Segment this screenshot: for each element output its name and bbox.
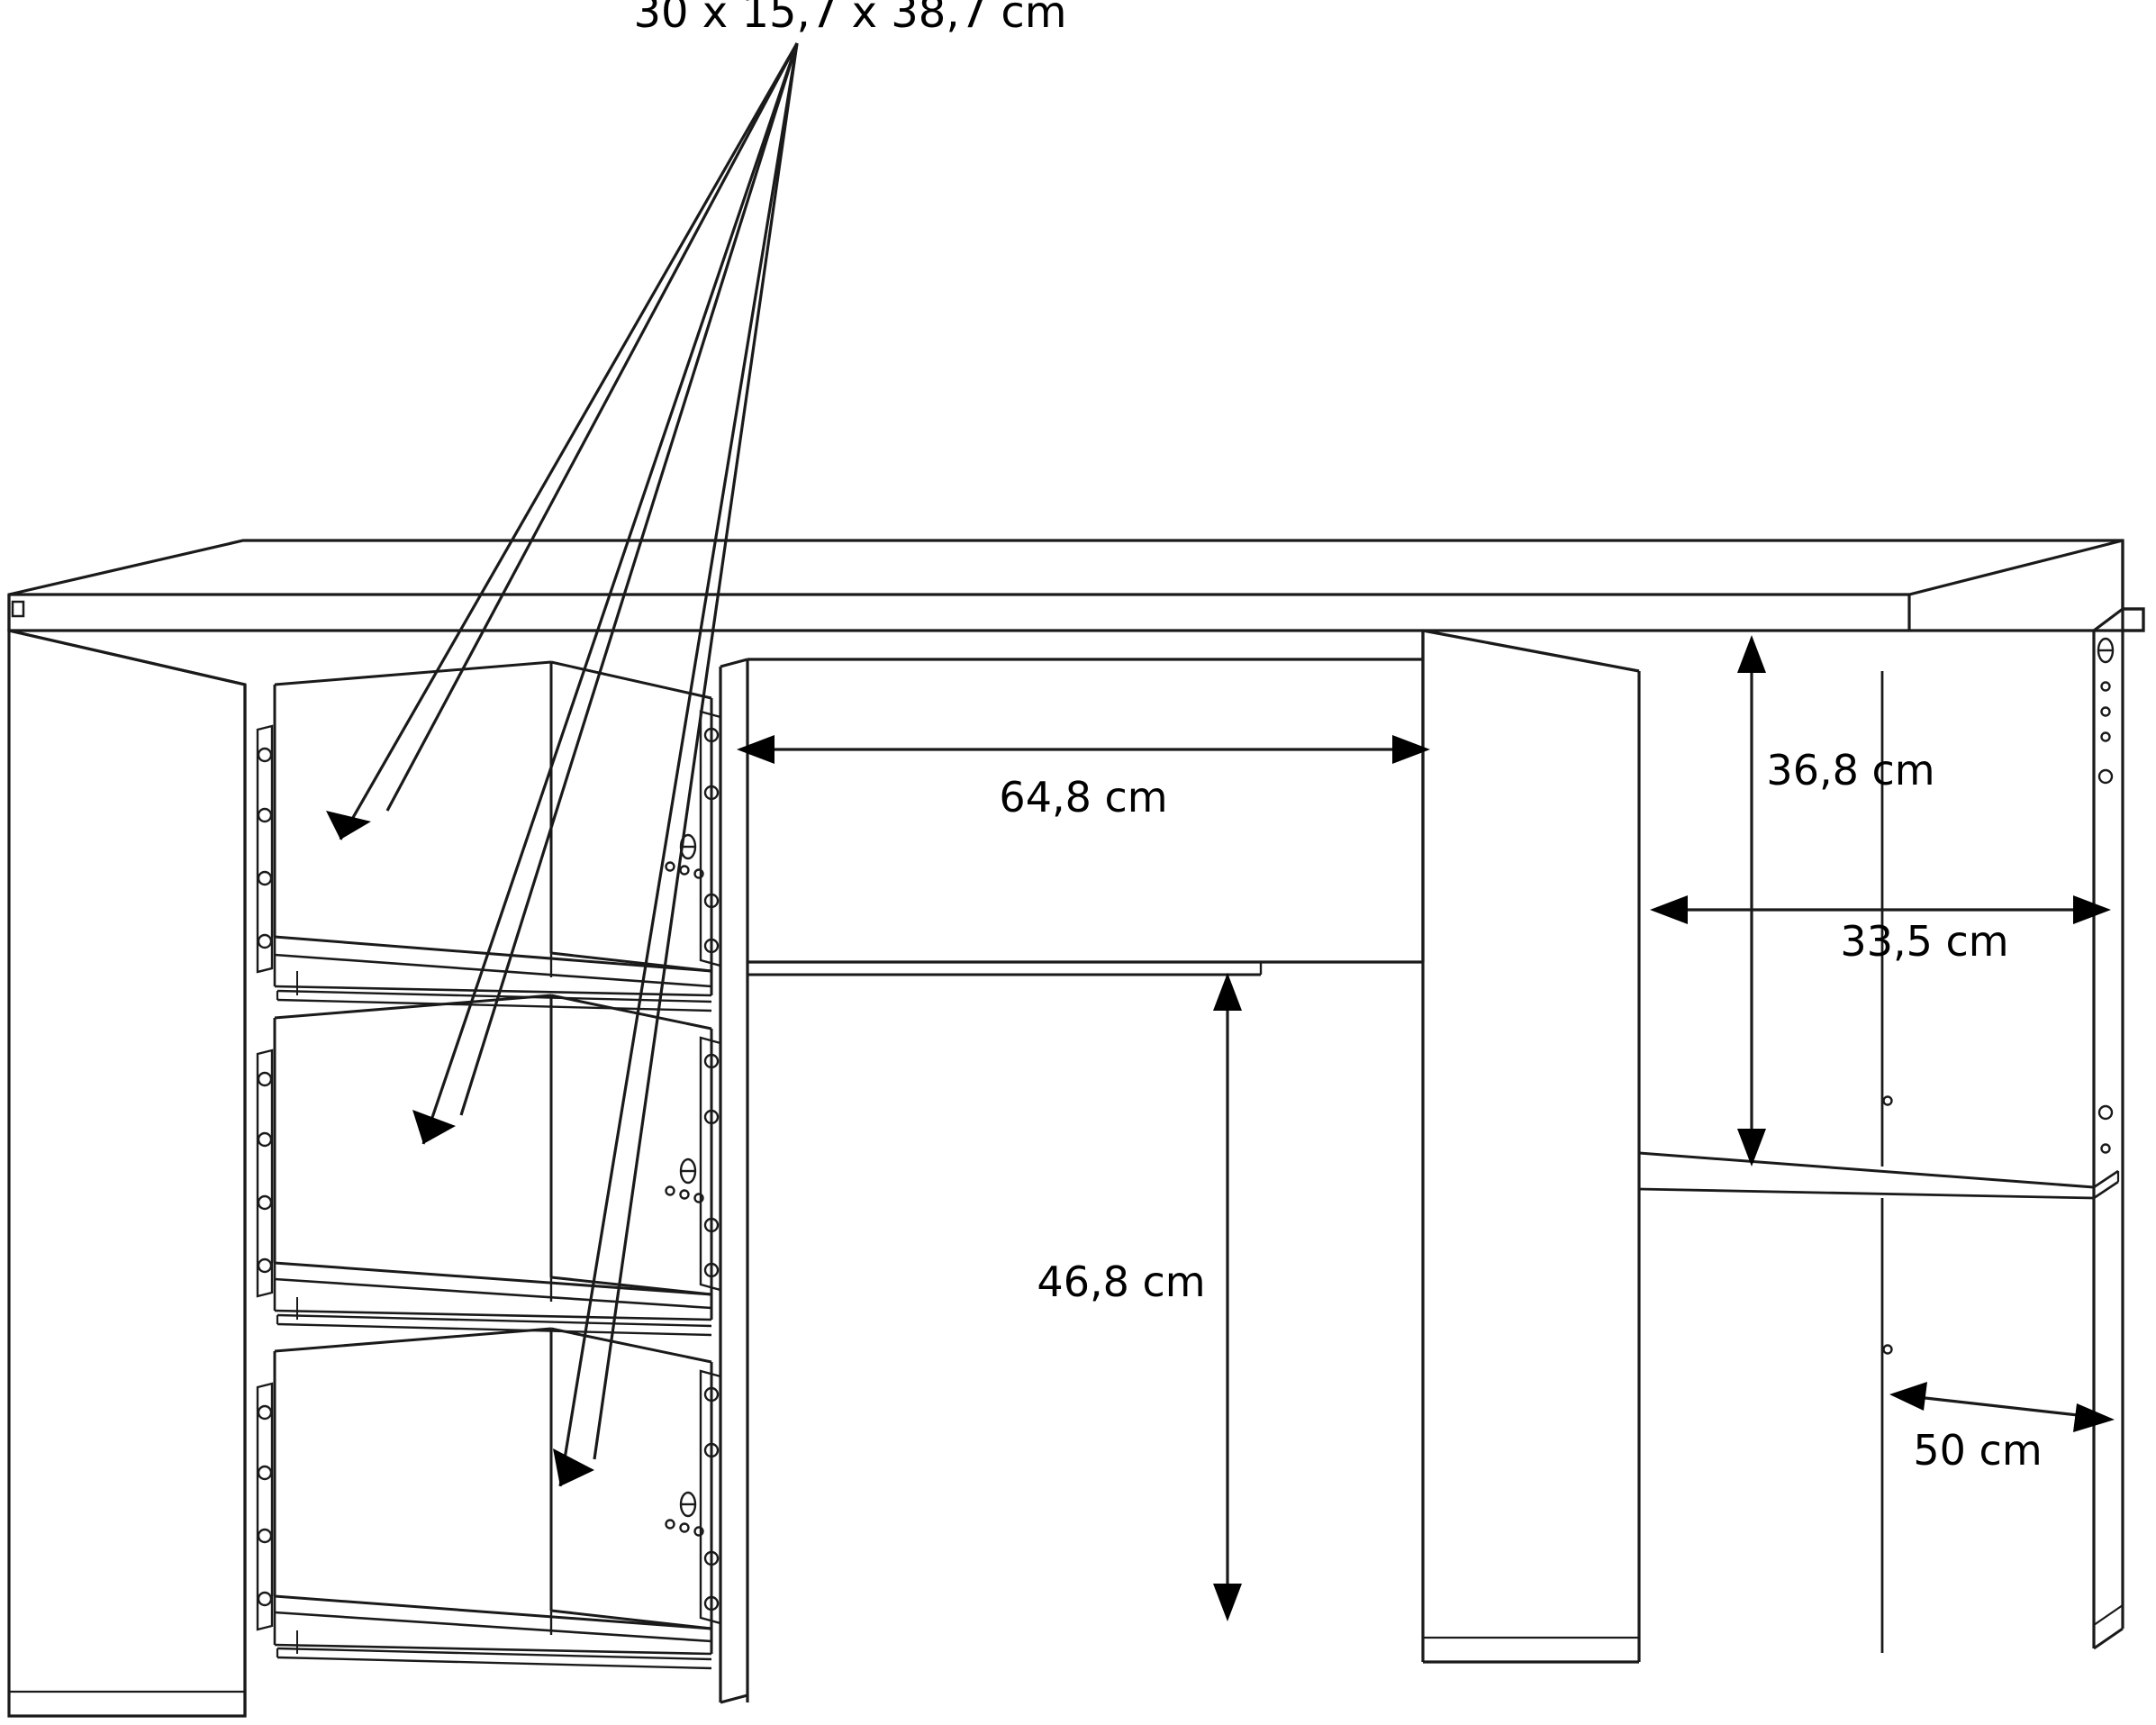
dimension-shelf-width: [1650, 895, 2111, 924]
label-shelf-height: 36,8 cm: [1766, 746, 1935, 794]
drawer-middle: [273, 994, 713, 1337]
left-drawer-cabinet: [7, 628, 749, 1718]
label-knee-height: 46,8 cm: [1037, 1257, 1206, 1306]
desk-top: [7, 539, 2145, 632]
callout-leaders: [326, 42, 799, 1487]
label-desk-width: 64,8 cm: [999, 773, 1168, 822]
dimension-shelf-height: [1737, 635, 1766, 1167]
label-depth: 50 cm: [1913, 1426, 2043, 1475]
label-drawer-size: 30 x 15,7 x 38,7 cm: [633, 0, 1067, 38]
dimension-desk-width: [737, 735, 1430, 764]
right-shelf-cabinet: [1421, 607, 2124, 1664]
dimension-depth: [1889, 1382, 2115, 1432]
label-shelf-width: 33,5 cm: [1840, 917, 2009, 966]
dimension-knee-height: [1213, 973, 1242, 1621]
drawer-bottom: [273, 1327, 713, 1670]
